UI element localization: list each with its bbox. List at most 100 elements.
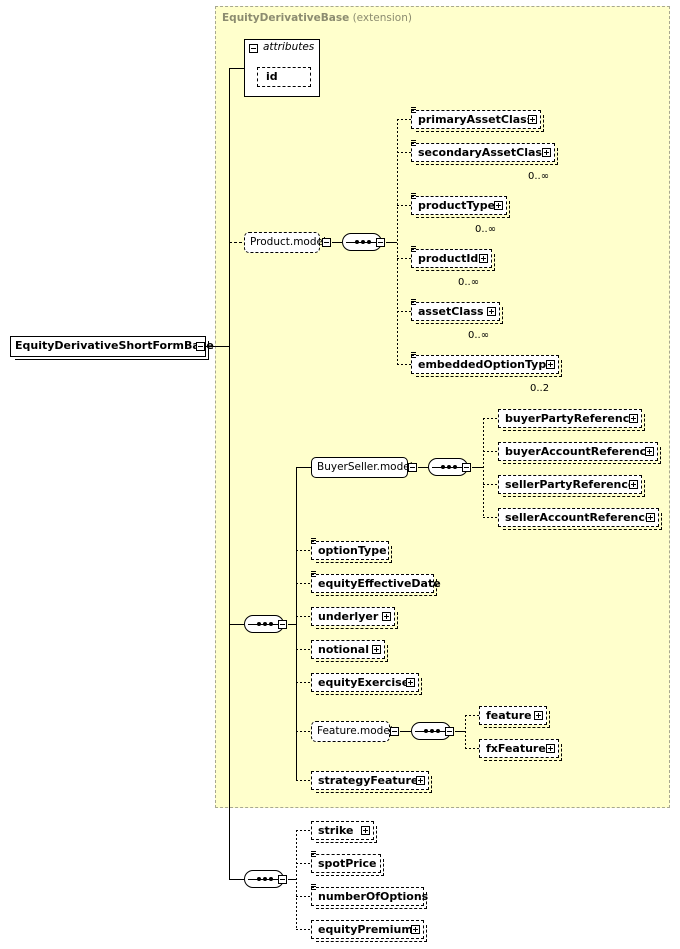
product-id-element[interactable]: productId (411, 246, 495, 271)
doc-icon (311, 884, 316, 890)
element-label: embeddedOptionType (418, 358, 554, 371)
expand-button[interactable] (361, 826, 370, 835)
element-label: underlyer (318, 610, 379, 623)
embedded-option-type-element[interactable]: embeddedOptionType (411, 352, 562, 377)
element-label: sellerPartyReference (505, 478, 636, 491)
expand-button[interactable] (542, 148, 551, 157)
buyer-party-reference-element[interactable]: buyerPartyReference (498, 409, 645, 431)
product-model-collapse[interactable] (322, 238, 331, 247)
number-of-options-element[interactable]: numberOfOptions (311, 884, 428, 909)
element-label: buyerAccountReference (505, 445, 654, 458)
element-label: productType (418, 199, 496, 212)
equity-exercise-element[interactable]: equityExercise (311, 673, 422, 695)
feature-element[interactable]: feature (479, 706, 550, 728)
product-id-cardinality: 0..∞ (458, 277, 480, 288)
expand-button[interactable] (646, 513, 655, 522)
extension-region (215, 6, 670, 808)
seller-party-reference-element[interactable]: sellerPartyReference (498, 475, 645, 497)
attributes-collapse-button[interactable] (249, 44, 258, 53)
extension-sequence (244, 870, 284, 888)
extension-note: (extension) (352, 12, 412, 24)
root-element[interactable]: EquityDerivativeShortFormBase (10, 336, 214, 360)
element-label: feature (486, 709, 532, 722)
secondary-asset-class-element[interactable]: secondaryAssetClass (411, 140, 558, 165)
extension-base-name: EquityDerivativeBase (222, 12, 350, 24)
secondary-asset-class-cardinality: 0..∞ (528, 171, 550, 182)
expand-button[interactable] (494, 201, 503, 210)
root-element-label: EquityDerivativeShortFormBase (15, 339, 214, 352)
product-sequence-collapse[interactable] (376, 238, 385, 247)
attributes-box: attributes id (244, 39, 320, 97)
element-label: primaryAssetClass (418, 113, 534, 126)
element-label: spotPrice (318, 857, 377, 870)
asset-class-element[interactable]: assetClass (411, 299, 503, 324)
attribute-id[interactable]: id (257, 67, 311, 87)
element-label: fxFeature (486, 742, 546, 755)
underlyer-element[interactable]: underlyer (311, 607, 398, 629)
expand-button[interactable] (372, 645, 381, 654)
embedded-option-type-cardinality: 0..2 (530, 383, 550, 394)
feature-model-group[interactable]: Feature.model (311, 721, 393, 742)
expand-button[interactable] (528, 115, 537, 124)
notional-element[interactable]: notional (311, 640, 388, 662)
fx-feature-element[interactable]: fxFeature (479, 739, 562, 761)
doc-icon (411, 140, 416, 146)
equity-effective-date-element[interactable]: equityEffectiveDate (311, 571, 441, 596)
buyer-account-reference-element[interactable]: buyerAccountReference (498, 442, 661, 464)
element-label: sellerAccountReference (505, 511, 653, 524)
root-collapse-button[interactable] (196, 342, 205, 351)
spot-price-element[interactable]: spotPrice (311, 851, 384, 876)
element-label: equityExercise (318, 676, 410, 689)
expand-button[interactable] (479, 254, 488, 263)
doc-icon (311, 571, 316, 577)
product-model-group[interactable]: Product.model (244, 232, 326, 253)
doc-icon (411, 246, 416, 252)
product-type-cardinality: 0..∞ (475, 224, 497, 235)
product-model-label: Product.model (250, 236, 326, 248)
element-label: notional (318, 643, 369, 656)
option-type-element[interactable]: optionType (311, 538, 392, 563)
expand-button[interactable] (416, 776, 425, 785)
element-label: productId (418, 252, 479, 265)
element-label: strategyFeature (318, 774, 419, 787)
primary-asset-class-element[interactable]: primaryAssetClass (411, 107, 544, 132)
element-label: assetClass (418, 305, 484, 318)
element-label: strike (318, 824, 354, 837)
expand-button[interactable] (534, 711, 543, 720)
element-label: buyerPartyReference (505, 412, 637, 425)
expand-button[interactable] (629, 414, 638, 423)
expand-button[interactable] (546, 360, 555, 369)
product-type-element[interactable]: productType (411, 193, 510, 218)
doc-icon (411, 193, 416, 199)
doc-icon (411, 299, 416, 305)
expand-button[interactable] (546, 744, 555, 753)
buyer-seller-model-collapse[interactable] (408, 463, 417, 472)
element-label: optionType (318, 544, 387, 557)
asset-class-cardinality: 0..∞ (468, 330, 490, 341)
doc-icon (411, 352, 416, 358)
buyer-seller-model-group[interactable]: BuyerSeller.model (311, 457, 413, 478)
feature-sequence-collapse[interactable] (445, 727, 454, 736)
element-label: numberOfOptions (318, 890, 429, 903)
element-label: secondaryAssetClass (418, 146, 549, 159)
expand-button[interactable] (382, 612, 391, 621)
seller-account-reference-element[interactable]: sellerAccountReference (498, 508, 662, 530)
expand-button[interactable] (487, 307, 496, 316)
buyer-seller-sequence-collapse[interactable] (462, 463, 471, 472)
expand-button[interactable] (411, 925, 420, 934)
element-label: equityPremium (318, 923, 413, 936)
expand-button[interactable] (406, 678, 415, 687)
feature-model-label: Feature.model (317, 725, 393, 737)
strike-element[interactable]: strike (311, 821, 377, 843)
expand-button[interactable] (645, 447, 654, 456)
expand-button[interactable] (629, 480, 638, 489)
extension-title: EquityDerivativeBase (extension) (222, 12, 412, 24)
base-sequence-collapse[interactable] (278, 620, 287, 629)
feature-model-collapse[interactable] (390, 727, 399, 736)
equity-premium-element[interactable]: equityPremium (311, 920, 427, 942)
extension-sequence-collapse[interactable] (278, 875, 287, 884)
attributes-title: attributes (263, 41, 315, 53)
strategy-feature-element[interactable]: strategyFeature (311, 771, 432, 793)
